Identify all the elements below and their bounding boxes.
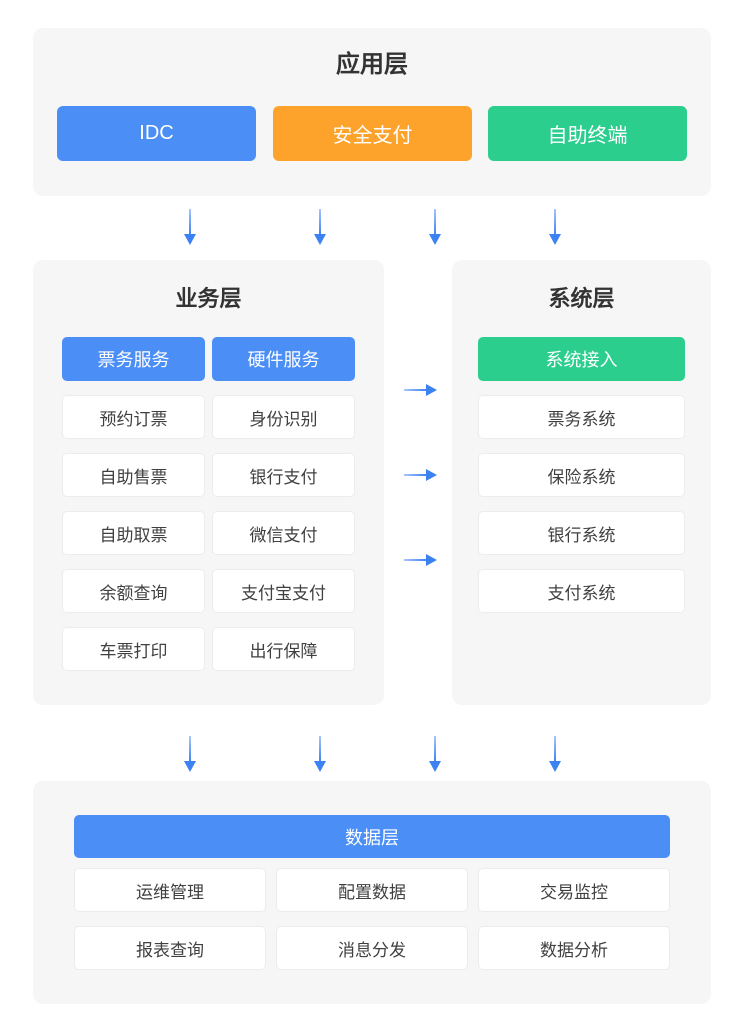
business-cell: 余额查询	[62, 569, 205, 613]
system-cell: 支付系统	[478, 569, 685, 613]
down-arrow-icon	[314, 209, 326, 245]
data-cell: 消息分发	[276, 926, 468, 970]
business-grid: 票务服务 硬件服务 预约订票 身份识别 自助售票 银行支付 自助取票 微信支付 …	[62, 337, 355, 671]
data-layer-banner: 数据层	[74, 815, 670, 858]
business-cell: 自助取票	[62, 511, 205, 555]
system-layer-panel: 系统层 系统接入 票务系统 保险系统 银行系统 支付系统	[452, 260, 711, 705]
data-layer-content: 数据层 运维管理 配置数据 交易监控 报表查询 消息分发 数据分析	[74, 815, 670, 970]
down-arrow-icon	[184, 209, 196, 245]
right-arrow-icon	[404, 554, 437, 566]
down-arrow-icon	[549, 209, 561, 245]
right-arrow-icon	[404, 469, 437, 481]
system-cell: 保险系统	[478, 453, 685, 497]
business-layer-panel: 业务层 票务服务 硬件服务 预约订票 身份识别 自助售票 银行支付 自助取票 微…	[33, 260, 384, 705]
business-cell: 支付宝支付	[212, 569, 355, 613]
business-cell: 预约订票	[62, 395, 205, 439]
data-cell: 配置数据	[276, 868, 468, 912]
business-header-hardware-service: 硬件服务	[212, 337, 355, 381]
app-button-self-terminal: 自助终端	[488, 106, 687, 161]
data-cell: 报表查询	[74, 926, 266, 970]
business-cell: 出行保障	[212, 627, 355, 671]
business-cell: 车票打印	[62, 627, 205, 671]
business-cell: 微信支付	[212, 511, 355, 555]
business-cell: 自助售票	[62, 453, 205, 497]
app-button-idc: IDC	[57, 106, 256, 161]
application-layer-panel: 应用层 IDC 安全支付 自助终端	[33, 28, 711, 196]
data-cell: 数据分析	[478, 926, 670, 970]
data-layer-panel: 数据层 运维管理 配置数据 交易监控 报表查询 消息分发 数据分析	[33, 781, 711, 1004]
application-layer-title: 应用层	[336, 51, 408, 78]
down-arrow-icon	[184, 736, 196, 772]
data-cell: 运维管理	[74, 868, 266, 912]
business-cell: 身份识别	[212, 395, 355, 439]
data-grid: 运维管理 配置数据 交易监控 报表查询 消息分发 数据分析	[74, 868, 670, 970]
business-layer-title: 业务层	[175, 286, 242, 311]
down-arrow-icon	[549, 736, 561, 772]
system-list: 系统接入 票务系统 保险系统 银行系统 支付系统	[478, 337, 685, 613]
right-arrow-icon	[404, 384, 437, 396]
business-cell: 银行支付	[212, 453, 355, 497]
down-arrow-icon	[314, 736, 326, 772]
system-layer-title: 系统层	[548, 286, 615, 311]
data-cell: 交易监控	[478, 868, 670, 912]
down-arrow-icon	[429, 209, 441, 245]
system-cell: 银行系统	[478, 511, 685, 555]
app-button-secure-pay: 安全支付	[273, 106, 472, 161]
system-header-access: 系统接入	[478, 337, 685, 381]
system-cell: 票务系统	[478, 395, 685, 439]
business-header-ticket-service: 票务服务	[62, 337, 205, 381]
down-arrow-icon	[429, 736, 441, 772]
